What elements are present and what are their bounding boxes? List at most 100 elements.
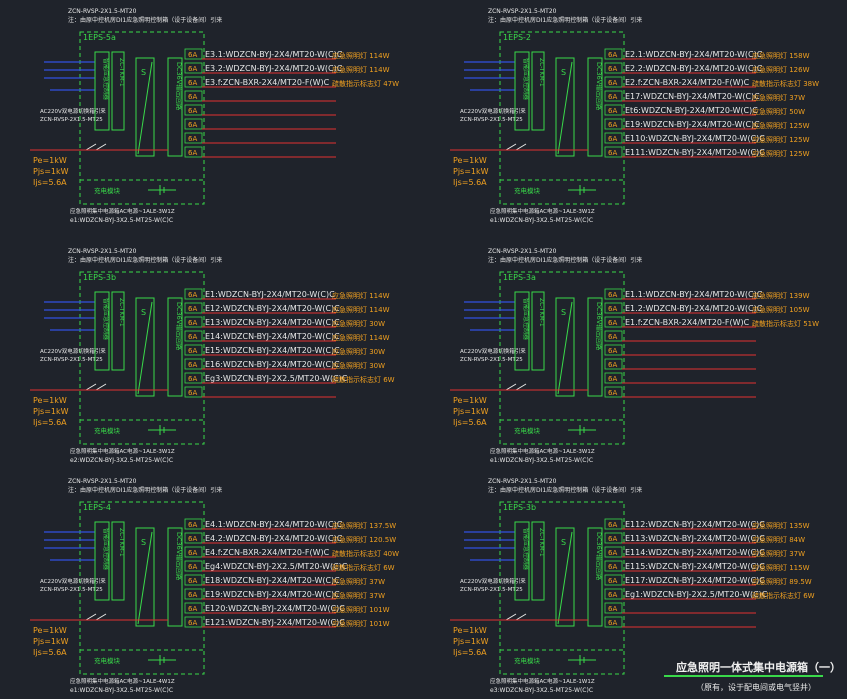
circuit-load-2: 应急照明灯 105W bbox=[752, 305, 810, 314]
circuit-cable-8: E121:WDZCN-BYJ-2X4/MT20-W(C)C bbox=[205, 618, 345, 627]
controller-model: ZC-TKM-1 bbox=[118, 298, 125, 327]
controller-model: ZC-TKM-1 bbox=[538, 528, 545, 557]
controller-model-block bbox=[531, 521, 545, 601]
inverter-symbol: S bbox=[561, 538, 566, 547]
box-frame bbox=[79, 31, 205, 205]
controller-block bbox=[94, 291, 110, 371]
controller-model: ZC-TKM-1 bbox=[538, 58, 545, 87]
circuit-breaker-4 bbox=[184, 90, 203, 102]
source-cable: e2:WDZCN-BYJ-3X2.5-MT25-W(C)C bbox=[70, 457, 173, 464]
circuit-load-1: 应急照明灯 114W bbox=[332, 291, 390, 300]
circuit-load-8: 应急照明灯 125W bbox=[752, 149, 810, 158]
circuit-breaker-7 bbox=[604, 372, 623, 384]
circuit-cable-2: E4.2:WDZCN-BYJ-2X4/MT20-W(C)C bbox=[205, 534, 343, 543]
circuit-cable-1: E112:WDZCN-BYJ-2X4/MT20-W(C)C bbox=[625, 520, 765, 529]
circuit-rating-2: 6A bbox=[188, 535, 197, 543]
ijs-value: Ijs=5.6A bbox=[33, 178, 67, 187]
circuit-cable-6: Eg1:WDZCN-BYJ-2X2.5/MT20-W(C)C bbox=[625, 590, 768, 599]
circuit-cable-2: E1.2:WDZCN-BYJ-2X4/MT20-W(C)C bbox=[625, 304, 763, 313]
panel-6: ZCN-RVSP-2X1.5-MT20注：由原中控机房DI1应急照明控制箱（设于… bbox=[450, 478, 815, 694]
incoming-line-label: ZCN-RVSP-2X1.5-MT20 bbox=[488, 478, 557, 485]
circuit-cable-6: E19:WDZCN-BYJ-2X4/MT20-W(C)C bbox=[625, 120, 760, 129]
circuit-rating-4: 6A bbox=[608, 93, 617, 101]
inverter-symbol: S bbox=[561, 308, 566, 317]
circuit-load-4: 应急照明灯 114W bbox=[332, 333, 390, 342]
box-frame bbox=[79, 501, 205, 675]
pjs-value: Pjs=1kW bbox=[453, 407, 489, 416]
pjs-value: Pjs=1kW bbox=[33, 407, 69, 416]
circuit-load-1: 应急照明灯 158W bbox=[752, 51, 810, 60]
incoming-note: 注：由原中控机房DI1应急照明控制箱（设于设备间）引来 bbox=[68, 16, 222, 24]
circuit-rating-7: 6A bbox=[608, 135, 617, 143]
circuit-rating-8: 6A bbox=[608, 149, 617, 157]
circuit-breaker-4 bbox=[604, 560, 623, 572]
circuit-rating-5: 6A bbox=[188, 577, 197, 585]
controller-block bbox=[514, 521, 530, 601]
circuit-cable-1: E1.1:WDZCN-BYJ-2X4/MT20-W(C)C bbox=[625, 290, 763, 299]
box-id: 1EPS-3b bbox=[503, 503, 536, 512]
incoming-line-label: ZCN-RVSP-2X1.5-MT20 bbox=[68, 8, 137, 15]
circuit-breaker-1 bbox=[604, 48, 623, 60]
circuit-cable-4: Eg4:WDZCN-BYJ-2X2.5/MT20-W(C)C bbox=[205, 562, 348, 571]
breaker-label: DC36V输出回路 bbox=[595, 302, 604, 351]
controller-block bbox=[514, 51, 530, 131]
circuit-breaker-4 bbox=[604, 90, 623, 102]
circuit-cable-3: E3.f:ZCN-BXR-2X4/MT20-F(W)C bbox=[205, 78, 330, 87]
source-note: 应急照明集中电源箱AC电源~1ALE-3W1Z bbox=[70, 207, 175, 215]
circuit-rating-5: 6A bbox=[608, 107, 617, 115]
fire-link-cable: ZCN-RVSP-2X1.5-MT25 bbox=[40, 357, 103, 363]
controller-block bbox=[514, 291, 530, 371]
circuit-breaker-8 bbox=[604, 616, 623, 628]
incoming-line-label: ZCN-RVSP-2X1.5-MT20 bbox=[68, 478, 137, 485]
circuit-cable-1: E1:WDZCN-BYJ-2X4/MT20-W(C)C bbox=[205, 290, 335, 299]
circuit-breaker-8 bbox=[184, 616, 203, 628]
breaker-label: DC36V输出回路 bbox=[175, 62, 184, 111]
controller-model-block bbox=[531, 51, 545, 131]
circuit-cable-2: E12:WDZCN-BYJ-2X4/MT20-W(C)C bbox=[205, 304, 340, 313]
inverter-diagonal bbox=[557, 61, 573, 155]
source-cable: e1:WDZCN-BYJ-3X2.5-MT25-W(C)C bbox=[490, 217, 593, 224]
circuit-breaker-2 bbox=[184, 62, 203, 74]
circuit-rating-5: 6A bbox=[608, 347, 617, 355]
circuit-rating-7: 6A bbox=[188, 605, 197, 613]
incoming-note: 注：由原中控机房DI1应急照明控制箱（设于设备间）引来 bbox=[68, 256, 222, 264]
circuit-load-3: 疏散指示标志灯 51W bbox=[752, 319, 819, 328]
circuit-cable-6: E16:WDZCN-BYJ-2X4/MT20-W(C)C bbox=[205, 360, 340, 369]
circuit-rating-3: 6A bbox=[608, 319, 617, 327]
pe-value: Pe=1kW bbox=[453, 396, 487, 405]
charger-label: 充电模块 bbox=[94, 186, 121, 195]
panel-4: ZCN-RVSP-2X1.5-MT20注：由原中控机房DI1应急照明控制箱（设于… bbox=[450, 248, 819, 464]
inverter-diagonal bbox=[137, 531, 153, 625]
inverter-symbol: S bbox=[561, 68, 566, 77]
controller-label: 智能应急控制器 bbox=[102, 58, 110, 100]
circuit-breaker-6 bbox=[604, 358, 623, 370]
controller-label: 智能应急控制器 bbox=[522, 58, 530, 100]
circuit-breaker-1 bbox=[604, 288, 623, 300]
source-cable: e1:WDZCN-BYJ-3X2.5-MT25-W(C)C bbox=[70, 217, 173, 224]
circuit-rating-4: 6A bbox=[608, 563, 617, 571]
box-id: 1EPS-3a bbox=[503, 273, 536, 282]
incoming-line-label: ZCN-RVSP-2X1.5-MT20 bbox=[488, 8, 557, 15]
inverter-symbol: S bbox=[141, 68, 146, 77]
circuit-rating-8: 6A bbox=[608, 389, 617, 397]
switch-2 bbox=[95, 383, 107, 391]
inverter-block bbox=[135, 527, 155, 627]
circuit-load-8: 应急照明灯 101W bbox=[332, 619, 390, 628]
controller-label: 智能应急控制器 bbox=[522, 298, 530, 340]
circuit-load-3: 疏散指示标志灯 47W bbox=[332, 79, 399, 88]
switch-1 bbox=[505, 383, 517, 391]
inverter-diagonal bbox=[137, 61, 153, 155]
circuit-cable-7: E120:WDZCN-BYJ-2X4/MT20-W(C)C bbox=[205, 604, 345, 613]
fire-link-cable: ZCN-RVSP-2X1.5-MT25 bbox=[460, 587, 523, 593]
controller-model-block bbox=[531, 291, 545, 371]
circuit-load-5: 应急照明灯 37W bbox=[332, 577, 385, 586]
incoming-note: 注：由原中控机房DI1应急照明控制箱（设于设备间）引来 bbox=[68, 486, 222, 494]
circuit-load-6: 应急照明灯 30W bbox=[332, 361, 385, 370]
circuit-breaker-5 bbox=[604, 104, 623, 116]
circuit-cable-2: E3.2:WDZCN-BYJ-2X4/MT20-W(C)C bbox=[205, 64, 343, 73]
circuit-breaker-3 bbox=[604, 76, 623, 88]
incoming-note: 注：由原中控机房DI1应急照明控制箱（设于设备间）引来 bbox=[488, 256, 642, 264]
circuit-rating-5: 6A bbox=[188, 107, 197, 115]
circuit-breaker-2 bbox=[604, 532, 623, 544]
